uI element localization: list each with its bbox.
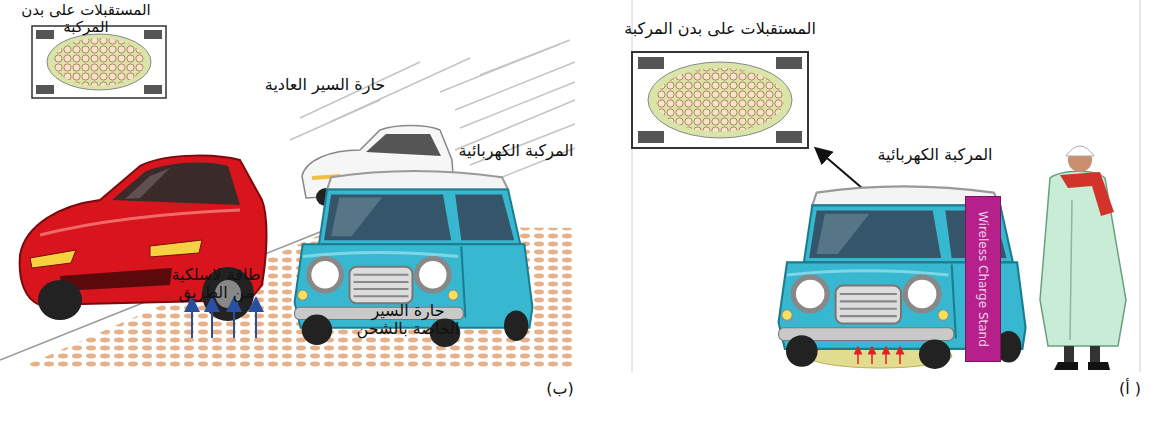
panel-frame — [632, 0, 1140, 372]
figure-label: حارة السير العادية — [255, 76, 395, 94]
person — [1040, 146, 1126, 370]
figure-label: المركبة الكهربائية — [452, 142, 580, 160]
figure-label: طاقة لاسلكية من الطريق — [160, 266, 272, 303]
power-arrows — [858, 350, 900, 364]
electric-car — [295, 171, 533, 347]
stand-label: Wireless Charge Stand — [976, 211, 990, 347]
figure-label: ( أ) — [1108, 380, 1152, 398]
figure-label: (ب) — [540, 380, 580, 398]
figure-label: المستقبلات على بدن المركبة — [0, 2, 172, 37]
charge-stand: Wireless Charge Stand — [965, 196, 1001, 362]
figure-label: المركبة الكهربائية — [868, 146, 1002, 164]
road-scene — [0, 26, 575, 368]
receiver-panel — [632, 52, 808, 148]
pointer-arrow — [820, 152, 862, 188]
figure-label: المستقبلات على بدن المركبة — [600, 20, 840, 38]
electric-car — [779, 186, 1026, 369]
parking-scene — [632, 0, 1140, 372]
receiver-panel — [32, 26, 166, 98]
figure-label: حارة السير الخاصة بالشحن — [352, 302, 464, 339]
power-arrows — [192, 304, 256, 338]
